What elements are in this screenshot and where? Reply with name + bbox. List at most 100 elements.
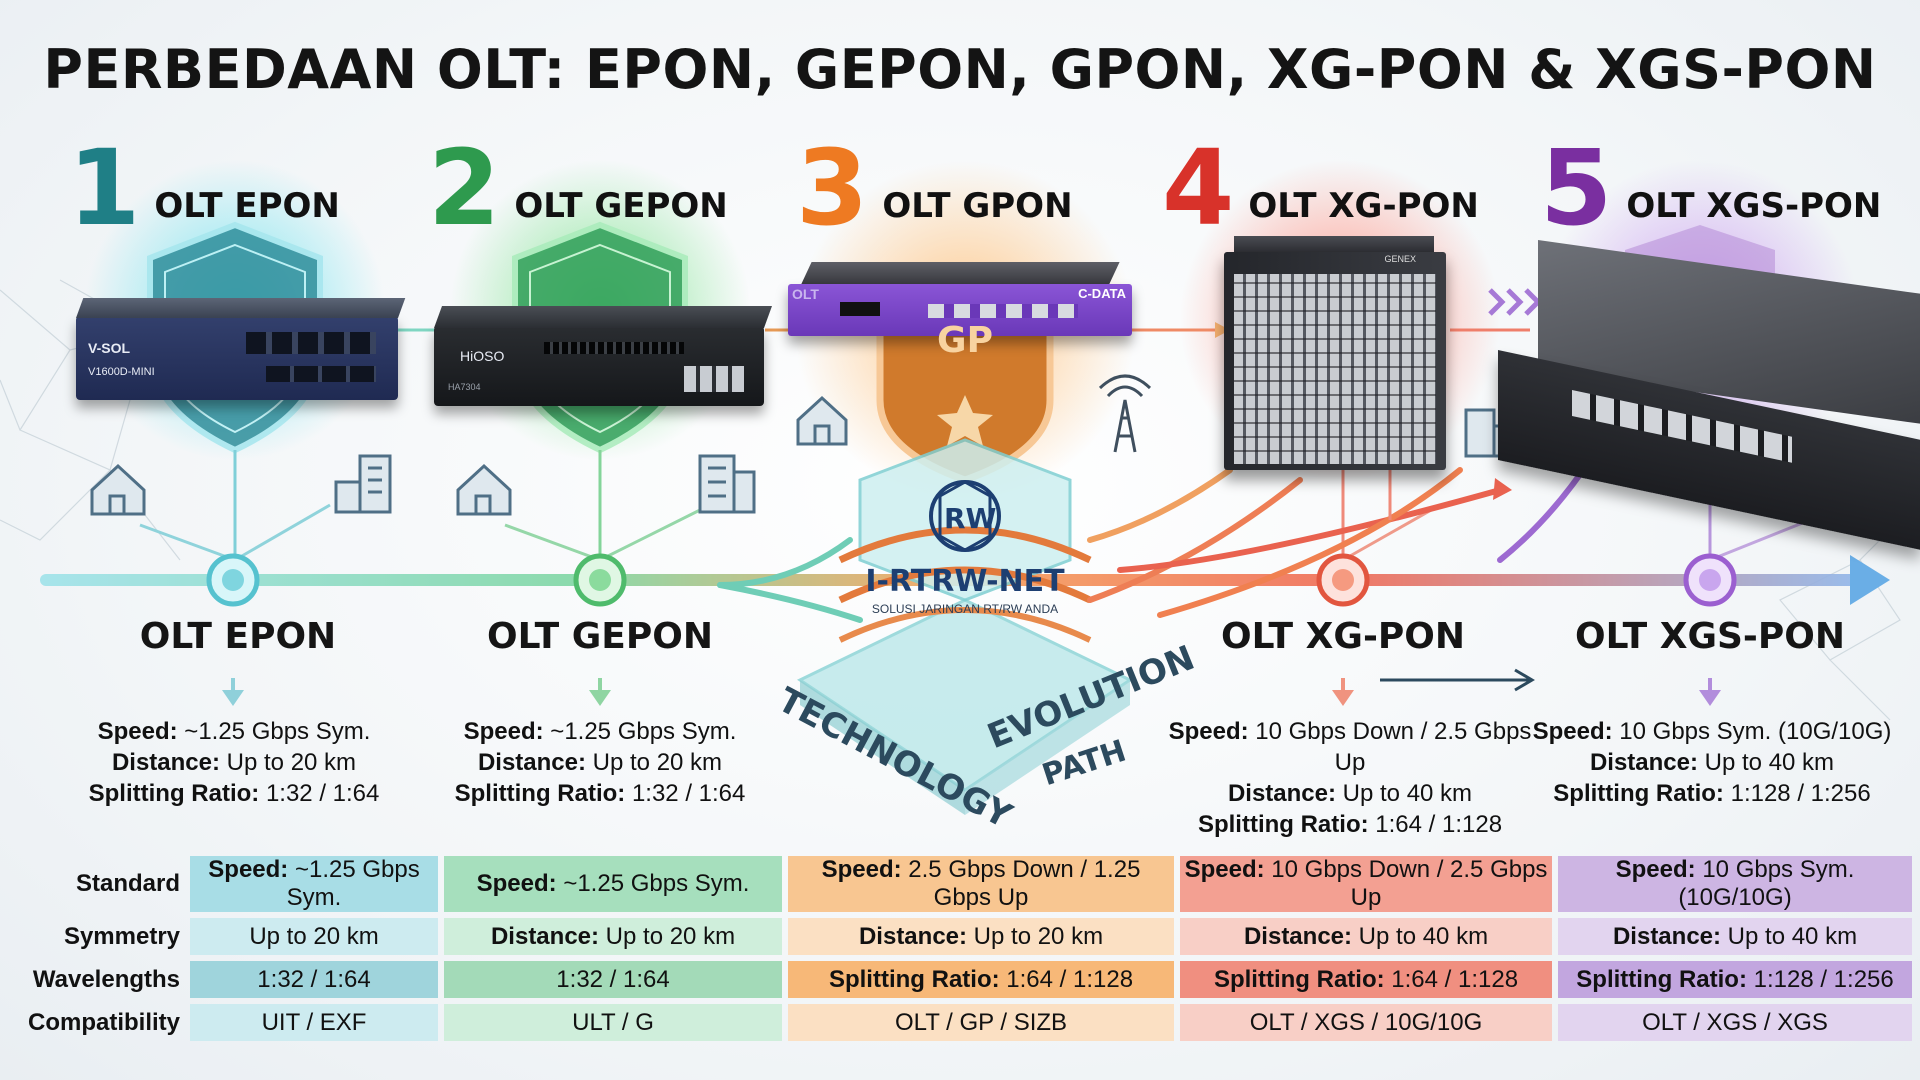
table-cell: Distance: Up to 40 km xyxy=(1558,918,1913,955)
office-building-icon xyxy=(334,454,392,514)
step-label: OLT EPON xyxy=(154,186,340,226)
table-cell: Distance: Up to 40 km xyxy=(1180,918,1553,955)
timeline-node-epon xyxy=(206,553,260,607)
cell-value: OLT / XGS / XGS xyxy=(1642,1008,1828,1036)
device-vsol-olt: V-SOL V1600D-MINI xyxy=(76,298,406,400)
step-label: OLT XG-PON xyxy=(1248,186,1479,226)
table-cell: Distance: Up to 20 km xyxy=(444,918,783,955)
step-number: 1 xyxy=(68,127,141,249)
cell-value: 10 Gbps Down / 2.5 Gbps Up xyxy=(1271,856,1548,911)
table-cell: ULT / G xyxy=(444,1004,783,1041)
table-cell: OLT / XGS / 10G/10G xyxy=(1180,1004,1553,1041)
page-title: PERBEDAAN OLT: EPON, GEPON, GPON, XG-PON… xyxy=(43,38,1877,101)
step-label: OLT XGS-PON xyxy=(1626,186,1882,226)
cell-value: ~1.25 Gbps Sym. xyxy=(286,856,420,911)
table-cell: OLT / GP / SIZB xyxy=(788,1004,1175,1041)
cell-key: Speed: xyxy=(1184,856,1272,883)
cell-key: Distance: xyxy=(1612,922,1728,950)
arrow-down-icon xyxy=(589,678,611,706)
specs-gepon: Speed: ~1.25 Gbps Sym. Distance: Up to 2… xyxy=(454,718,746,807)
cell-value: 1:32 / 1:64 xyxy=(556,965,670,993)
table-cell: Splitting Ratio: 1:64 / 1:128 xyxy=(1180,961,1553,998)
device-xgs-olt xyxy=(1498,240,1920,550)
table-cell: OLT / XGS / XGS xyxy=(1558,1004,1913,1041)
cell-key: Speed: xyxy=(1615,856,1703,883)
arrow-right-icon xyxy=(1380,668,1535,692)
table-cell: Speed: ~1.25 Gbps Sym. xyxy=(190,856,439,912)
arrow-down-icon xyxy=(1699,678,1721,706)
cell-value: 2.5 Gbps Down / 1.25 Gbps Up xyxy=(908,856,1141,911)
timeline-node-xgpon xyxy=(1316,553,1370,607)
subtitle-epon: OLT EPON xyxy=(139,616,337,657)
specs-xgpon: Speed: 10 Gbps Down / 2.5 Gbps Up Distan… xyxy=(1168,718,1532,838)
table-cell: Speed: 2.5 Gbps Down / 1.25 Gbps Up xyxy=(788,856,1175,912)
office-building-icon xyxy=(698,454,756,514)
house-icon xyxy=(456,463,512,516)
timeline-node-gepon xyxy=(573,553,627,607)
step-number: 3 xyxy=(796,127,869,249)
device-model: HA7304 xyxy=(448,382,481,392)
cell-value: ~1.25 Gbps Sym. xyxy=(563,870,750,897)
table-cell: 1:32 / 1:64 xyxy=(444,961,783,998)
table-cell: Splitting Ratio: 1:64 / 1:128 xyxy=(788,961,1175,998)
network-emblem-icon xyxy=(929,480,1001,552)
subtitle-xgspon: OLT XGS-PON xyxy=(1575,616,1845,657)
table-cell: Splitting Ratio: 1:128 / 1:256 xyxy=(1558,961,1913,998)
rtrw-logo: RW xyxy=(920,476,1010,556)
cell-value: OLT / XGS / 10G/10G xyxy=(1249,1008,1483,1036)
column-heading-gpon: 3 OLT GPON xyxy=(796,127,1073,249)
cell-value: 1:32 / 1:64 xyxy=(257,965,371,993)
table-cell: Up to 20 km xyxy=(190,918,439,955)
cell-key: Splitting Ratio: xyxy=(828,965,1007,993)
specs-xgspon: Speed: 10 Gbps Sym. (10G/10G) Distance: … xyxy=(1532,718,1892,807)
cell-value: Up to 40 km xyxy=(1727,922,1858,950)
cell-value: Up to 40 km xyxy=(1358,922,1489,950)
gpon-badge-text: GP xyxy=(937,320,993,361)
row-header: Symmetry xyxy=(63,922,181,950)
house-icon xyxy=(796,395,848,446)
shield-icon xyxy=(876,296,1054,484)
brand-name: I-RTRW-NET xyxy=(865,564,1065,599)
row-header: Compatibility xyxy=(28,1008,181,1036)
cell-key: Distance: xyxy=(490,922,606,950)
arrow-right-icon xyxy=(1215,322,1230,338)
timeline-node-xgspon xyxy=(1683,553,1737,607)
cell-value: 1:64 / 1:128 xyxy=(1006,965,1134,993)
row-header: Standard xyxy=(76,870,181,897)
cell-value: OLT / GP / SIZB xyxy=(894,1008,1068,1036)
device-brand: V-SOL xyxy=(88,340,131,356)
device-genex-chassis: GENEX xyxy=(1224,236,1446,470)
cell-key: Splitting Ratio: xyxy=(1576,965,1754,993)
table-cell: Speed: ~1.25 Gbps Sym. xyxy=(444,856,783,912)
step-number: 5 xyxy=(1540,127,1613,249)
evolution-platform xyxy=(796,438,1134,815)
cell-key: Distance: xyxy=(858,922,974,950)
table-row: Compatibility UIT / EXF ULT / G OLT / GP / … xyxy=(24,1004,1913,1041)
step-number: 2 xyxy=(428,127,501,249)
step-number: 4 xyxy=(1162,127,1235,249)
cell-value: 1:64 / 1:128 xyxy=(1391,965,1519,993)
table-cell: Speed: 10 Gbps Down / 2.5 Gbps Up xyxy=(1180,856,1553,912)
specs-epon: Speed: ~1.25 Gbps Sym. Distance: Up to 2… xyxy=(88,718,380,807)
arrow-right-icon xyxy=(1850,555,1890,605)
cell-value: 1:128 / 1:256 xyxy=(1753,965,1894,993)
table-cell: Speed: 10 Gbps Sym. (10G/10G) xyxy=(1558,856,1913,912)
row-header: Wavelengths xyxy=(32,965,181,993)
device-cdata-olt: OLT C-DATA xyxy=(788,262,1132,336)
column-heading-xgpon: 4 OLT XG-PON xyxy=(1162,127,1479,249)
device-brand: GENEX xyxy=(1384,254,1416,264)
cell-value: Up to 20 km xyxy=(249,922,379,950)
device-brand: OLT xyxy=(792,286,819,302)
step-label: OLT GEPON xyxy=(514,186,728,226)
cell-value: UIT / EXF xyxy=(261,1008,367,1036)
device-model: V1600D-MINI xyxy=(88,366,155,378)
subtitle-gepon: OLT GEPON xyxy=(487,616,713,657)
emblem-letters: RW xyxy=(944,502,997,535)
device-brand: HiOSO xyxy=(460,348,505,364)
table-row: Wavelengths 1:32 / 1:64 1:32 / 1:64 Splitti… xyxy=(24,961,1913,998)
cell-value: Up to 20 km xyxy=(973,922,1104,950)
cell-value: Up to 20 km xyxy=(605,922,736,950)
cell-value: 10 Gbps Sym. (10G/10G) xyxy=(1678,856,1855,911)
device-brand: C-DATA xyxy=(1078,286,1126,301)
